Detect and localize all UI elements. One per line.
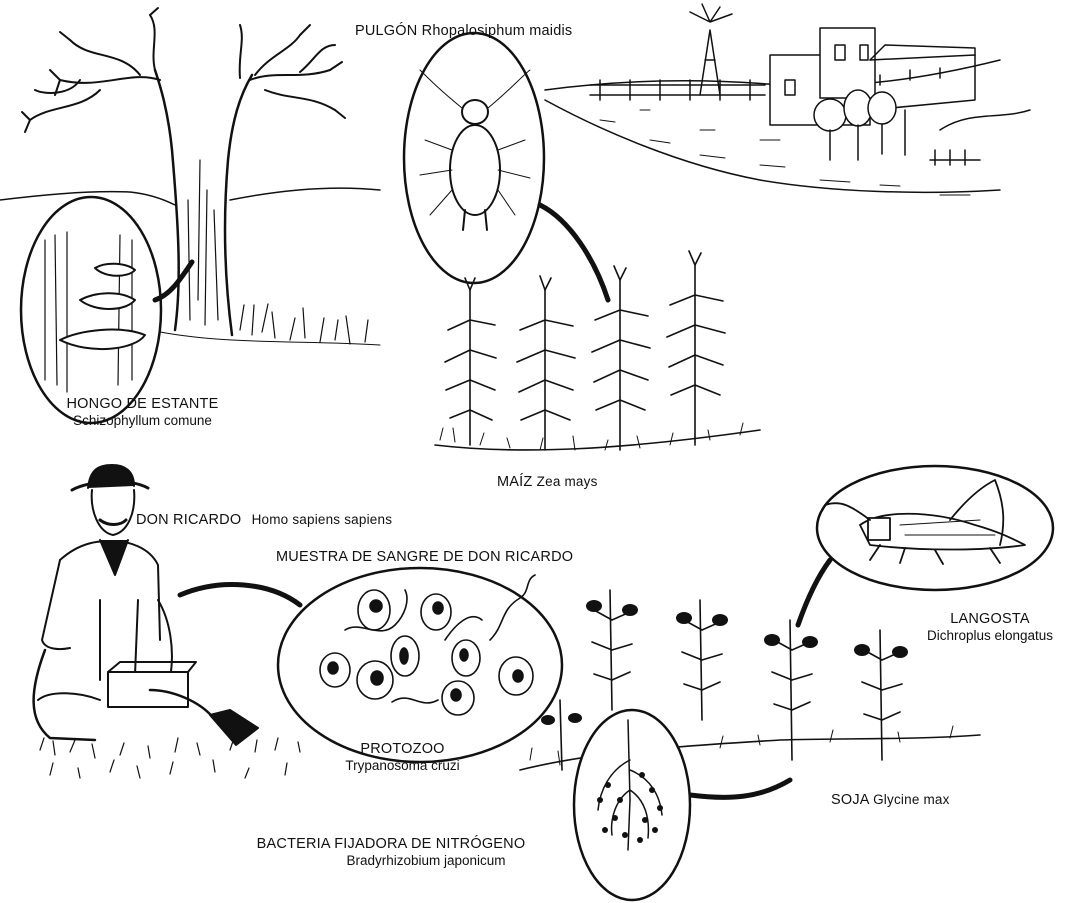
ricardo-label: DON RICARDO Homo sapiens sapiens [136,512,392,529]
maiz-scientific-name: Zea mays [536,474,598,489]
langosta-scientific-name: Dichroplus elongatus [926,627,1054,643]
protozoo-scientific-name: Trypanosoma cruzi [345,757,460,773]
maiz-field [434,250,761,451]
pulgon-common-name: PULGÓN [355,23,418,39]
bacteria-scientific-name: Bradyrhizobium japonicum [346,852,506,868]
ricardo-figure [32,464,259,746]
pulgon-bubble [402,31,611,303]
hongo-common-name: HONGO DE ESTANTE [66,396,219,412]
langosta-label: LANGOSTA Dichroplus elongatus [900,611,1080,643]
soja-scientific-name: Glycine max [873,792,950,807]
pulgon-scientific-name: Rhopalosiphum maidis [421,23,573,39]
bacteria-common-name: BACTERIA FIJADORA DE NITRÓGENO [256,836,526,852]
grass-bottom-left [39,737,301,779]
protozoo-common-name: PROTOZOO [360,741,445,757]
pulgon-label: PULGÓN Rhopalosiphum maidis [355,23,572,40]
langosta-bubble [795,464,1055,628]
muestra-caption: MUESTRA DE SANGRE DE DON RICARDO [276,549,574,565]
bacteria-bubble [572,708,793,902]
ricardo-scientific-name: Homo sapiens sapiens [251,512,393,527]
ricardo-common-name: DON RICARDO [136,512,242,528]
langosta-common-name: LANGOSTA [950,611,1030,627]
hongo-label: HONGO DE ESTANTE Schizophyllum comune [40,396,245,428]
tree-drawing [0,7,381,346]
hongo-bubble [19,195,195,425]
farmhouse-drawing [544,3,1031,196]
maiz-label: MAÍZ Zea mays [497,474,598,491]
protozoo-label: PROTOZOO Trypanosoma cruzi [325,741,480,773]
soja-common-name: SOJA [831,792,869,808]
hongo-scientific-name: Schizophyllum comune [73,412,212,428]
muestra-label: MUESTRA DE SANGRE DE DON RICARDO [276,549,573,566]
soja-label: SOJA Glycine max [831,792,950,809]
maiz-common-name: MAÍZ [497,474,533,490]
muestra-bubble [177,566,564,764]
bacteria-label: BACTERIA FIJADORA DE NITRÓGENO Bradyrhiz… [205,836,577,868]
